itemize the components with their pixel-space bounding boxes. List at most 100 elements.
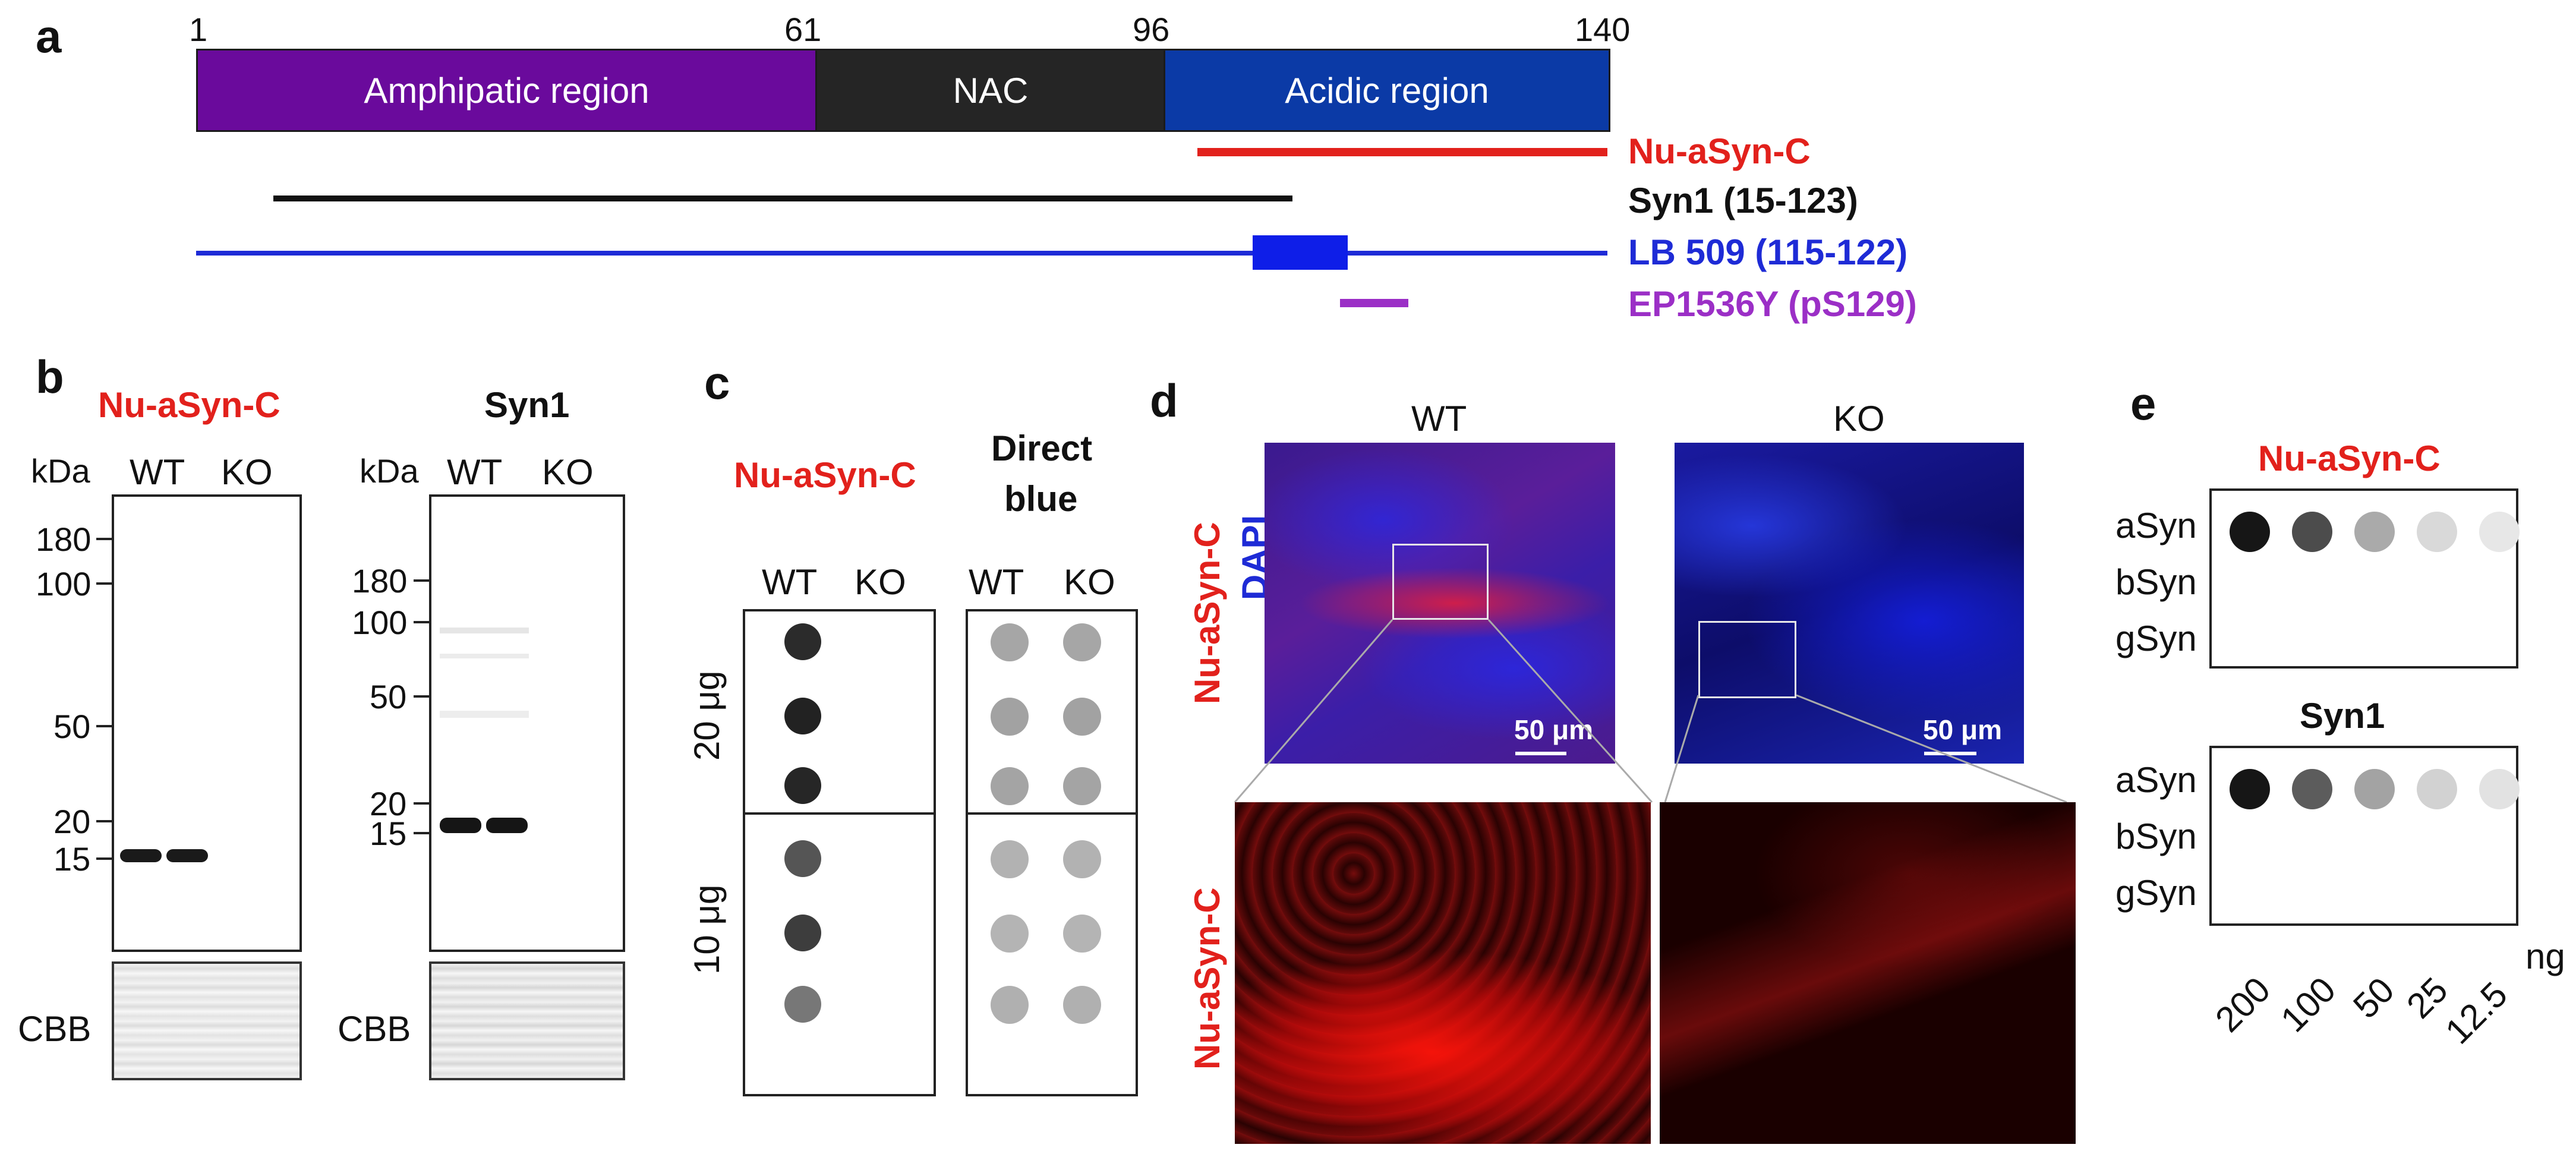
micro-d-side-label-top: Nu-aSyn-C <box>1187 522 1227 704</box>
blot-b-left <box>112 494 302 952</box>
micro-d-wt-zoom <box>1235 802 1651 1144</box>
panel-label-b: b <box>36 351 64 403</box>
blot-b-left-cbb-gel <box>112 961 302 1080</box>
micro-d-zoom-lines <box>1234 619 2067 803</box>
dotblot-e1-row-asyn: aSyn <box>2115 506 2197 546</box>
epitope-line-lb509 <box>196 251 1607 256</box>
panel-label-c: c <box>704 357 730 409</box>
blot-b-left-tick-15 <box>96 857 112 860</box>
dot-c1-wt-20-c <box>784 767 821 804</box>
dot-c2-wt-3 <box>991 767 1029 805</box>
blot-b-right-lane-wt: WT <box>447 452 503 492</box>
dot-c2-wt-6 <box>991 986 1029 1024</box>
dotblot-c-divider-2 <box>968 812 1136 815</box>
blot-b-left-marker-100: 100 <box>36 565 92 603</box>
region-nac: NAC <box>815 49 1166 132</box>
micro-d-col-ko: KO <box>1833 399 1885 439</box>
micro-d-wt-overview: 50 μm <box>1265 443 1615 764</box>
blot-b-left-tick-100 <box>96 582 112 585</box>
dot-c1-wt-10-a <box>784 840 821 877</box>
zoom-line-ko-right <box>1796 694 2067 803</box>
epitope-label-lb509: LB 509 (115-122) <box>1628 232 1908 272</box>
blot-b-right <box>429 494 625 952</box>
dot-c2-wt-1 <box>991 623 1029 661</box>
blot-b-right-marker-100: 100 <box>352 604 408 641</box>
blot-b-left-tick-50 <box>96 725 112 727</box>
blot-b-left-marker-180: 180 <box>36 521 92 558</box>
panel-label-e: e <box>2130 377 2156 430</box>
blot-b-left-lane-wt: WT <box>130 452 185 492</box>
region-acidic-label: Acidic region <box>1285 70 1489 111</box>
micro-d-side-label-bottom: Nu-aSyn-C <box>1187 887 1227 1070</box>
blot-b-right-faint-band-1 <box>440 628 529 633</box>
position-140: 140 <box>1575 11 1631 48</box>
blot-b-right-marker-180: 180 <box>352 562 408 600</box>
blot-b-left-tick-180 <box>96 538 112 540</box>
region-acidic: Acidic region <box>1164 49 1610 132</box>
blot-b-right-tick-20 <box>414 802 429 805</box>
blot-b-right-faint-band-3 <box>440 711 529 718</box>
dotblot-c-direct-blue <box>966 609 1138 1096</box>
dot-c2-ko-3 <box>1063 767 1101 805</box>
position-61: 61 <box>784 11 822 48</box>
dotblot-e2-row-gsyn: gSyn <box>2115 873 2197 913</box>
blot-b-right-cbb: CBB <box>338 1009 411 1049</box>
blot-b-right-tick-180 <box>414 579 429 582</box>
epitope-line-nu-asyn-c <box>1197 148 1607 156</box>
dot-c2-ko-2 <box>1063 698 1101 736</box>
blot-b-right-tick-50 <box>414 695 429 698</box>
blot-b-left-marker-15: 15 <box>53 840 91 878</box>
micro-d-side-label-nu-asyn-c: Nu-aSyn-C <box>1187 522 1227 704</box>
blot-b-right-tick-100 <box>414 621 429 623</box>
dot-c1-wt-10-c <box>784 986 821 1023</box>
blot-b-left-kda: kDa <box>31 452 90 490</box>
dot-c2-ko-1 <box>1063 623 1101 661</box>
dotblot-e2-asyn-dot-4 <box>2479 769 2520 809</box>
dotblot-c-divider-1 <box>745 812 934 815</box>
micro-d-ko-zoom <box>1660 802 2076 1144</box>
epitope-line-syn1 <box>273 196 1292 201</box>
dotblot-c-title-nu-asyn-c: Nu-aSyn-C <box>734 455 916 495</box>
dotblot-e1-row-bsyn: bSyn <box>2115 562 2197 602</box>
blot-b-right-lane-ko: KO <box>542 452 594 492</box>
blot-b-right-marker-15: 15 <box>370 815 407 852</box>
dotblot-e1-asyn-dot-3 <box>2417 512 2457 552</box>
panel-label-a: a <box>36 10 62 62</box>
epitope-block-lb509 <box>1253 235 1348 270</box>
panel-label-d: d <box>1150 374 1178 427</box>
dotblot-c-amount-20ug: 20 μg <box>687 670 727 761</box>
dotblot-e-title-syn1: Syn1 <box>2300 696 2385 736</box>
epitope-label-ep1536y: EP1536Y (pS129) <box>1628 284 1917 324</box>
blot-b-left-title: Nu-aSyn-C <box>98 385 280 425</box>
micro-d-ko-scale-label: 50 μm <box>1923 714 2002 745</box>
region-nac-label: NAC <box>953 70 1029 111</box>
dotblot-e1-asyn-dot-0 <box>2230 512 2270 552</box>
blot-b-right-marker-20: 20 <box>370 785 407 822</box>
micro-d-ko-scale-bar <box>1924 752 1976 755</box>
dotblot-e1-asyn-dot-2 <box>2354 512 2395 552</box>
dotblot-e1-row-gsyn: gSyn <box>2115 619 2197 658</box>
dotblot-e2-row-asyn: aSyn <box>2115 760 2197 800</box>
micro-d-ko-roi <box>1698 621 1796 698</box>
blot-b-left-band-wt <box>120 849 162 862</box>
dotblot-e2-asyn-dot-0 <box>2230 769 2270 809</box>
epitope-label-syn1: Syn1 (15-123) <box>1628 181 1858 220</box>
dot-c2-ko-6 <box>1063 986 1101 1024</box>
dotblot-c-title-blue: blue <box>1004 479 1078 519</box>
dotblot-e-amount-100: 100 <box>2273 969 2344 1040</box>
blot-b-left-band-wt2 <box>166 849 208 862</box>
dot-c1-wt-10-b <box>784 915 821 951</box>
zoom-line-wt-right <box>1487 619 1653 803</box>
epitope-label-nu-asyn-c: Nu-aSyn-C <box>1628 131 1811 171</box>
dot-c2-wt-5 <box>991 915 1029 953</box>
dot-c2-wt-4 <box>991 840 1029 878</box>
dotblot-e2-asyn-dot-2 <box>2354 769 2395 809</box>
dotblot-e2-asyn-dot-1 <box>2292 769 2332 809</box>
dotblot-e-nu-asyn-c <box>2209 488 2520 669</box>
dot-c2-ko-5 <box>1063 915 1101 953</box>
dotblot-e1-asyn-dot-4 <box>2479 512 2520 552</box>
blot-b-right-cbb-gel <box>429 961 625 1080</box>
blot-b-right-marker-50: 50 <box>370 678 407 715</box>
dotblot-e-amount-50: 50 <box>2345 969 2402 1026</box>
zoom-line-ko-left <box>1664 695 1700 803</box>
